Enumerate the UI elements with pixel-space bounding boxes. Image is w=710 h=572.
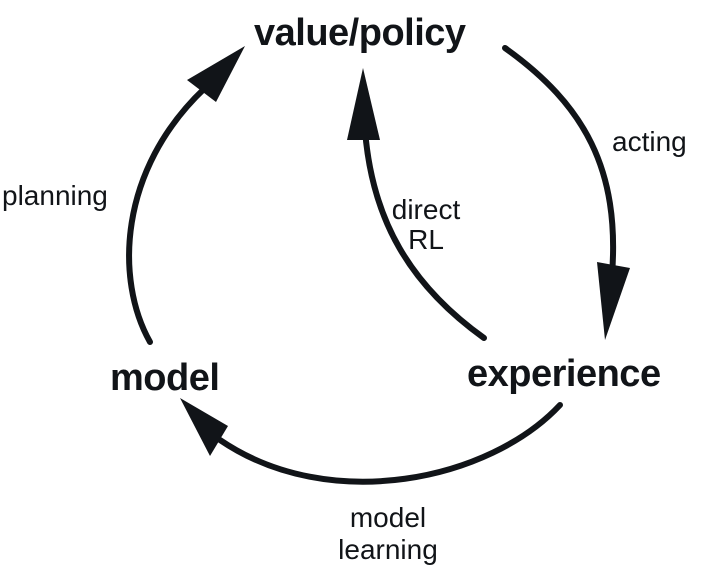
edge-label-direct-rl: direct RL [384, 196, 468, 254]
edge-label-acting: acting [612, 126, 687, 157]
edge-label-model-learning-line1: model [349, 502, 427, 533]
acting-arrow-line [502, 45, 617, 278]
model-learning-arrowhead [180, 398, 228, 456]
acting-arrowhead [597, 262, 630, 340]
planning-arrowhead [187, 46, 245, 102]
planning-arrow-line [126, 85, 208, 345]
model-learning-arrow-line [217, 402, 563, 485]
direct-rl-arrow-line [362, 127, 487, 341]
edge-label-planning: planning [2, 180, 108, 211]
node-model: model [110, 357, 220, 399]
edge-label-model-learning-line2: learning [338, 534, 438, 565]
edge-label-direct-rl-line2: RL [408, 224, 444, 255]
edge-label-model-learning: model learning [326, 504, 450, 564]
node-experience: experience [467, 353, 661, 395]
direct-rl-arrowhead [347, 68, 380, 140]
node-value-policy: value/policy [254, 12, 466, 54]
edge-label-direct-rl-line1: direct [391, 194, 461, 225]
